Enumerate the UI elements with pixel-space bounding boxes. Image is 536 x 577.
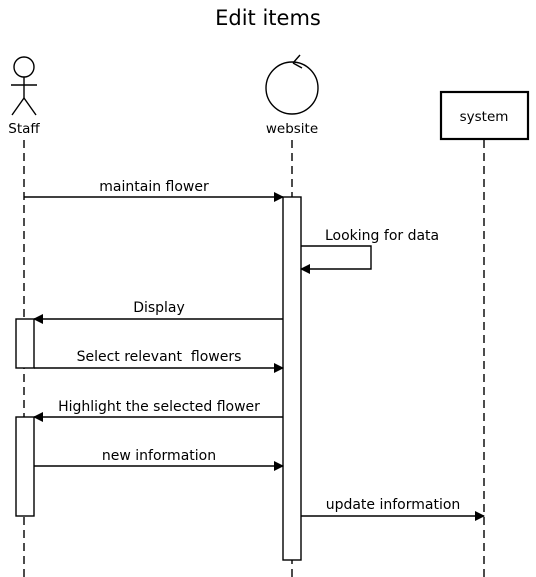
self-message-arrow bbox=[300, 245, 372, 274]
message-label: update information bbox=[326, 497, 461, 513]
message-label: Select relevant flowers bbox=[77, 349, 242, 365]
website-activation-bar bbox=[282, 196, 302, 561]
staff-label: Staff bbox=[8, 121, 40, 137]
diagram-title: Edit items bbox=[215, 6, 321, 30]
message-label: Display bbox=[133, 300, 185, 316]
staff-activation-bar bbox=[15, 318, 35, 369]
message-label: maintain flower bbox=[99, 179, 209, 195]
website-label: website bbox=[266, 121, 318, 137]
message-label: Highlight the selected flower bbox=[58, 399, 260, 415]
staff-activation-bar bbox=[15, 416, 35, 517]
website-control-icon bbox=[265, 54, 319, 115]
system-box bbox=[439, 90, 530, 141]
message-label: Looking for data bbox=[325, 228, 439, 244]
message-label: new information bbox=[102, 448, 216, 464]
system-label: system bbox=[460, 109, 509, 125]
staff-actor-icon bbox=[11, 56, 37, 116]
